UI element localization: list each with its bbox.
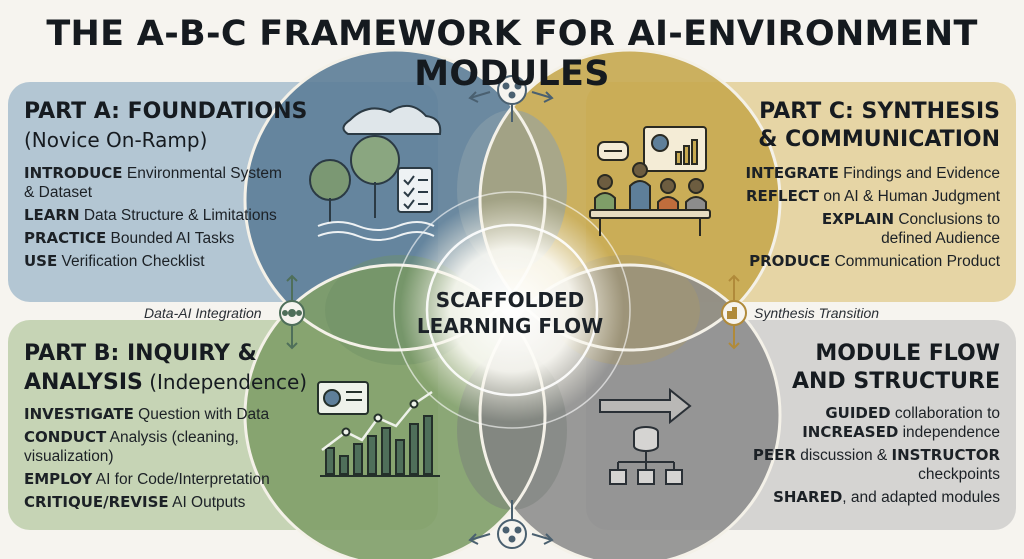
part-c-text: PART C: SYNTHESIS & COMMUNICATION INTEGR… (720, 98, 1000, 271)
part-b-title-line2: ANALYSIS (Independence) (24, 370, 308, 395)
part-b-text: PART B: INQUIRY & ANALYSIS (Independence… (24, 340, 324, 512)
cycle-arrows-icon (468, 500, 554, 549)
center-label-line1: SCAFFOLDED (435, 288, 585, 312)
center-label-line2: LEARNING FLOW (416, 314, 604, 338)
module-flow-text: MODULE FLOW AND STRUCTURE GUIDED collabo… (730, 340, 1000, 507)
center-glow (400, 198, 624, 422)
part-b-item: EMPLOY AI for Code/Interpretation (24, 470, 270, 488)
center-label: SCAFFOLDED LEARNING FLOW (415, 287, 605, 339)
transition-label-left: Data-AI Integration (144, 305, 262, 321)
part-c-title: PART C: SYNTHESIS (759, 99, 1000, 124)
part-b-item: CRITIQUE/REVISE AI Outputs (24, 493, 246, 511)
part-b-item: INVESTIGATE Question with Data (24, 405, 270, 423)
module-flow-item: PEER discussion & INSTRUCTOR checkpoints (752, 446, 1000, 483)
module-flow-item: SHARED, and adapted modules (773, 488, 1000, 506)
part-a-item: PRACTICE Bounded AI Tasks (24, 229, 235, 247)
part-a-item: INTRODUCE Environmental System & Dataset (24, 164, 282, 201)
part-c-item: INTEGRATE Findings and Evidence (745, 164, 1000, 182)
part-a-text: PART A: FOUNDATIONS (Novice On-Ramp) INT… (24, 98, 324, 271)
part-c-item: EXPLAIN Conclusions to defined Audience (821, 210, 1000, 247)
arrow-hierarchy-icon (599, 387, 692, 485)
part-a-item: LEARN Data Structure & Limitations (24, 206, 277, 224)
transition-label-right: Synthesis Transition (754, 305, 880, 321)
part-b-title: PART B: INQUIRY & (24, 341, 257, 366)
right-transition-connector (721, 274, 747, 350)
part-a-subtitle: (Novice On-Ramp) (24, 128, 208, 152)
bar-line-chart-icon (317, 381, 440, 477)
module-flow-title-line2: AND STRUCTURE (791, 369, 1000, 394)
page-title: THE A-B-C FRAMEWORK FOR AI-ENVIRONMENT M… (46, 14, 978, 94)
left-transition-connector (279, 274, 305, 350)
part-b-item: CONDUCT Analysis (cleaning, visualizatio… (24, 428, 239, 465)
part-a-title: PART A: FOUNDATIONS (24, 99, 308, 124)
part-a-item: USE Verification Checklist (24, 252, 205, 270)
trees-checklist-icon (309, 105, 442, 241)
network-node-icon (468, 75, 554, 122)
team-meeting-icon (589, 126, 711, 236)
module-flow-title: MODULE FLOW (815, 341, 1000, 366)
part-c-item: PRODUCE Communication Product (749, 252, 1000, 270)
part-c-item: REFLECT on AI & Human Judgment (745, 187, 1000, 205)
part-c-title-line2: & COMMUNICATION (758, 127, 1000, 152)
